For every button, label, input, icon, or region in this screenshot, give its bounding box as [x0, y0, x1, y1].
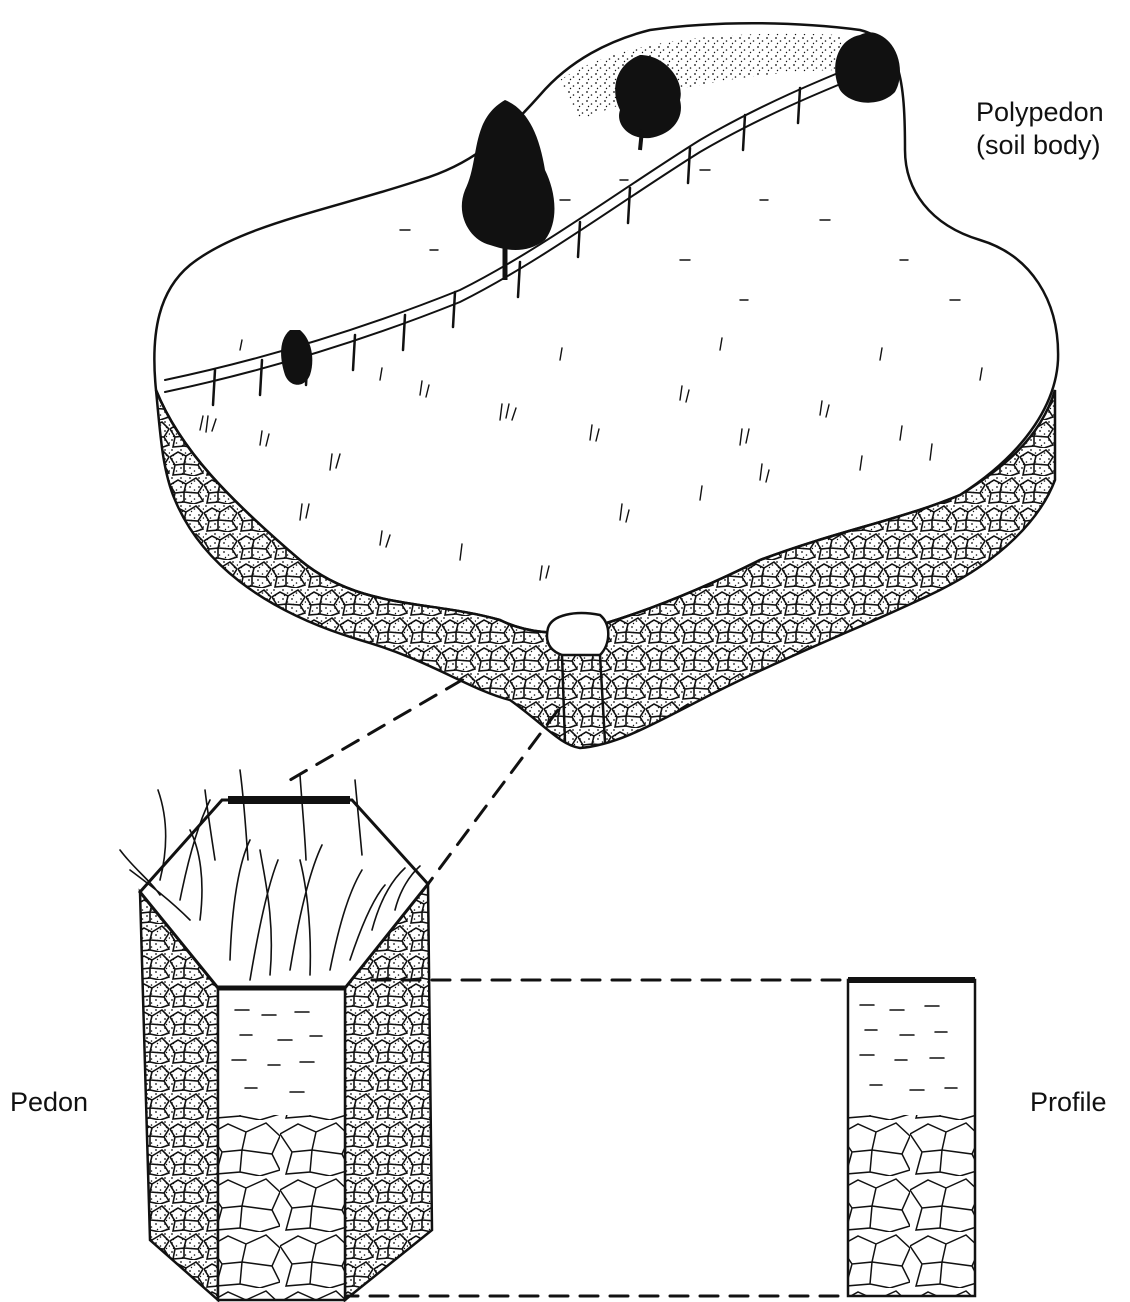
- polypedon-block: [154, 23, 1058, 748]
- tree-right: [835, 32, 900, 102]
- pedon-label: Pedon: [10, 1086, 88, 1119]
- profile-label: Profile: [1030, 1086, 1107, 1119]
- tree-small: [281, 330, 312, 385]
- polypedon-label: Polypedon (soil body): [976, 96, 1104, 162]
- tree-left: [462, 100, 555, 280]
- polypedon-label-line1: Polypedon: [976, 96, 1104, 129]
- profile-column: [848, 980, 975, 1296]
- polypedon-soil-side: [156, 390, 1055, 748]
- grass-strokes: [200, 170, 982, 580]
- polypedon-label-line2: (soil body): [976, 129, 1104, 162]
- pedon-column: [120, 770, 432, 1300]
